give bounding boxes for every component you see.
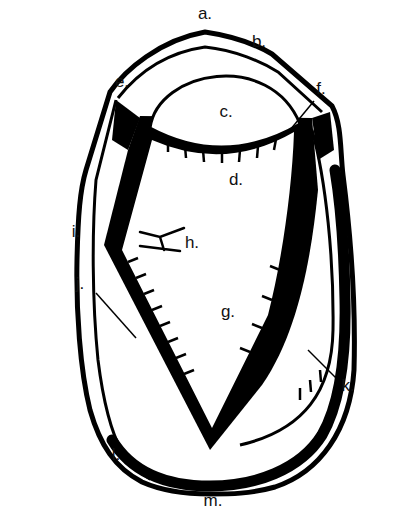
ventricle-wall xyxy=(104,116,318,450)
part-label: g. xyxy=(221,303,235,322)
part-label: b. xyxy=(252,33,266,52)
left-ventricle-cavity xyxy=(122,132,294,428)
part-label: c. xyxy=(219,103,232,122)
part-label: l. xyxy=(112,446,121,465)
part-label: f. xyxy=(316,80,325,99)
part-label: d. xyxy=(229,171,243,190)
part-label: a. xyxy=(198,5,212,24)
left-band xyxy=(93,100,122,452)
h-structure xyxy=(140,228,184,251)
atrium xyxy=(150,76,300,147)
part-label: i. xyxy=(72,223,81,242)
wall-cuts xyxy=(120,392,153,410)
upper-right-wall xyxy=(312,112,334,160)
trabeculae-ticks xyxy=(128,258,280,374)
part-label: m. xyxy=(204,492,223,511)
part-label: j. xyxy=(76,275,85,294)
valve-ticks xyxy=(168,139,276,163)
part-label: k. xyxy=(341,377,354,396)
upper-left-wall xyxy=(112,100,140,150)
part-label: e. xyxy=(115,73,129,92)
part-label: h. xyxy=(185,234,199,253)
right-ventricle-ticks xyxy=(300,370,321,400)
outer-wall xyxy=(77,32,355,494)
leader-lines xyxy=(96,101,336,480)
